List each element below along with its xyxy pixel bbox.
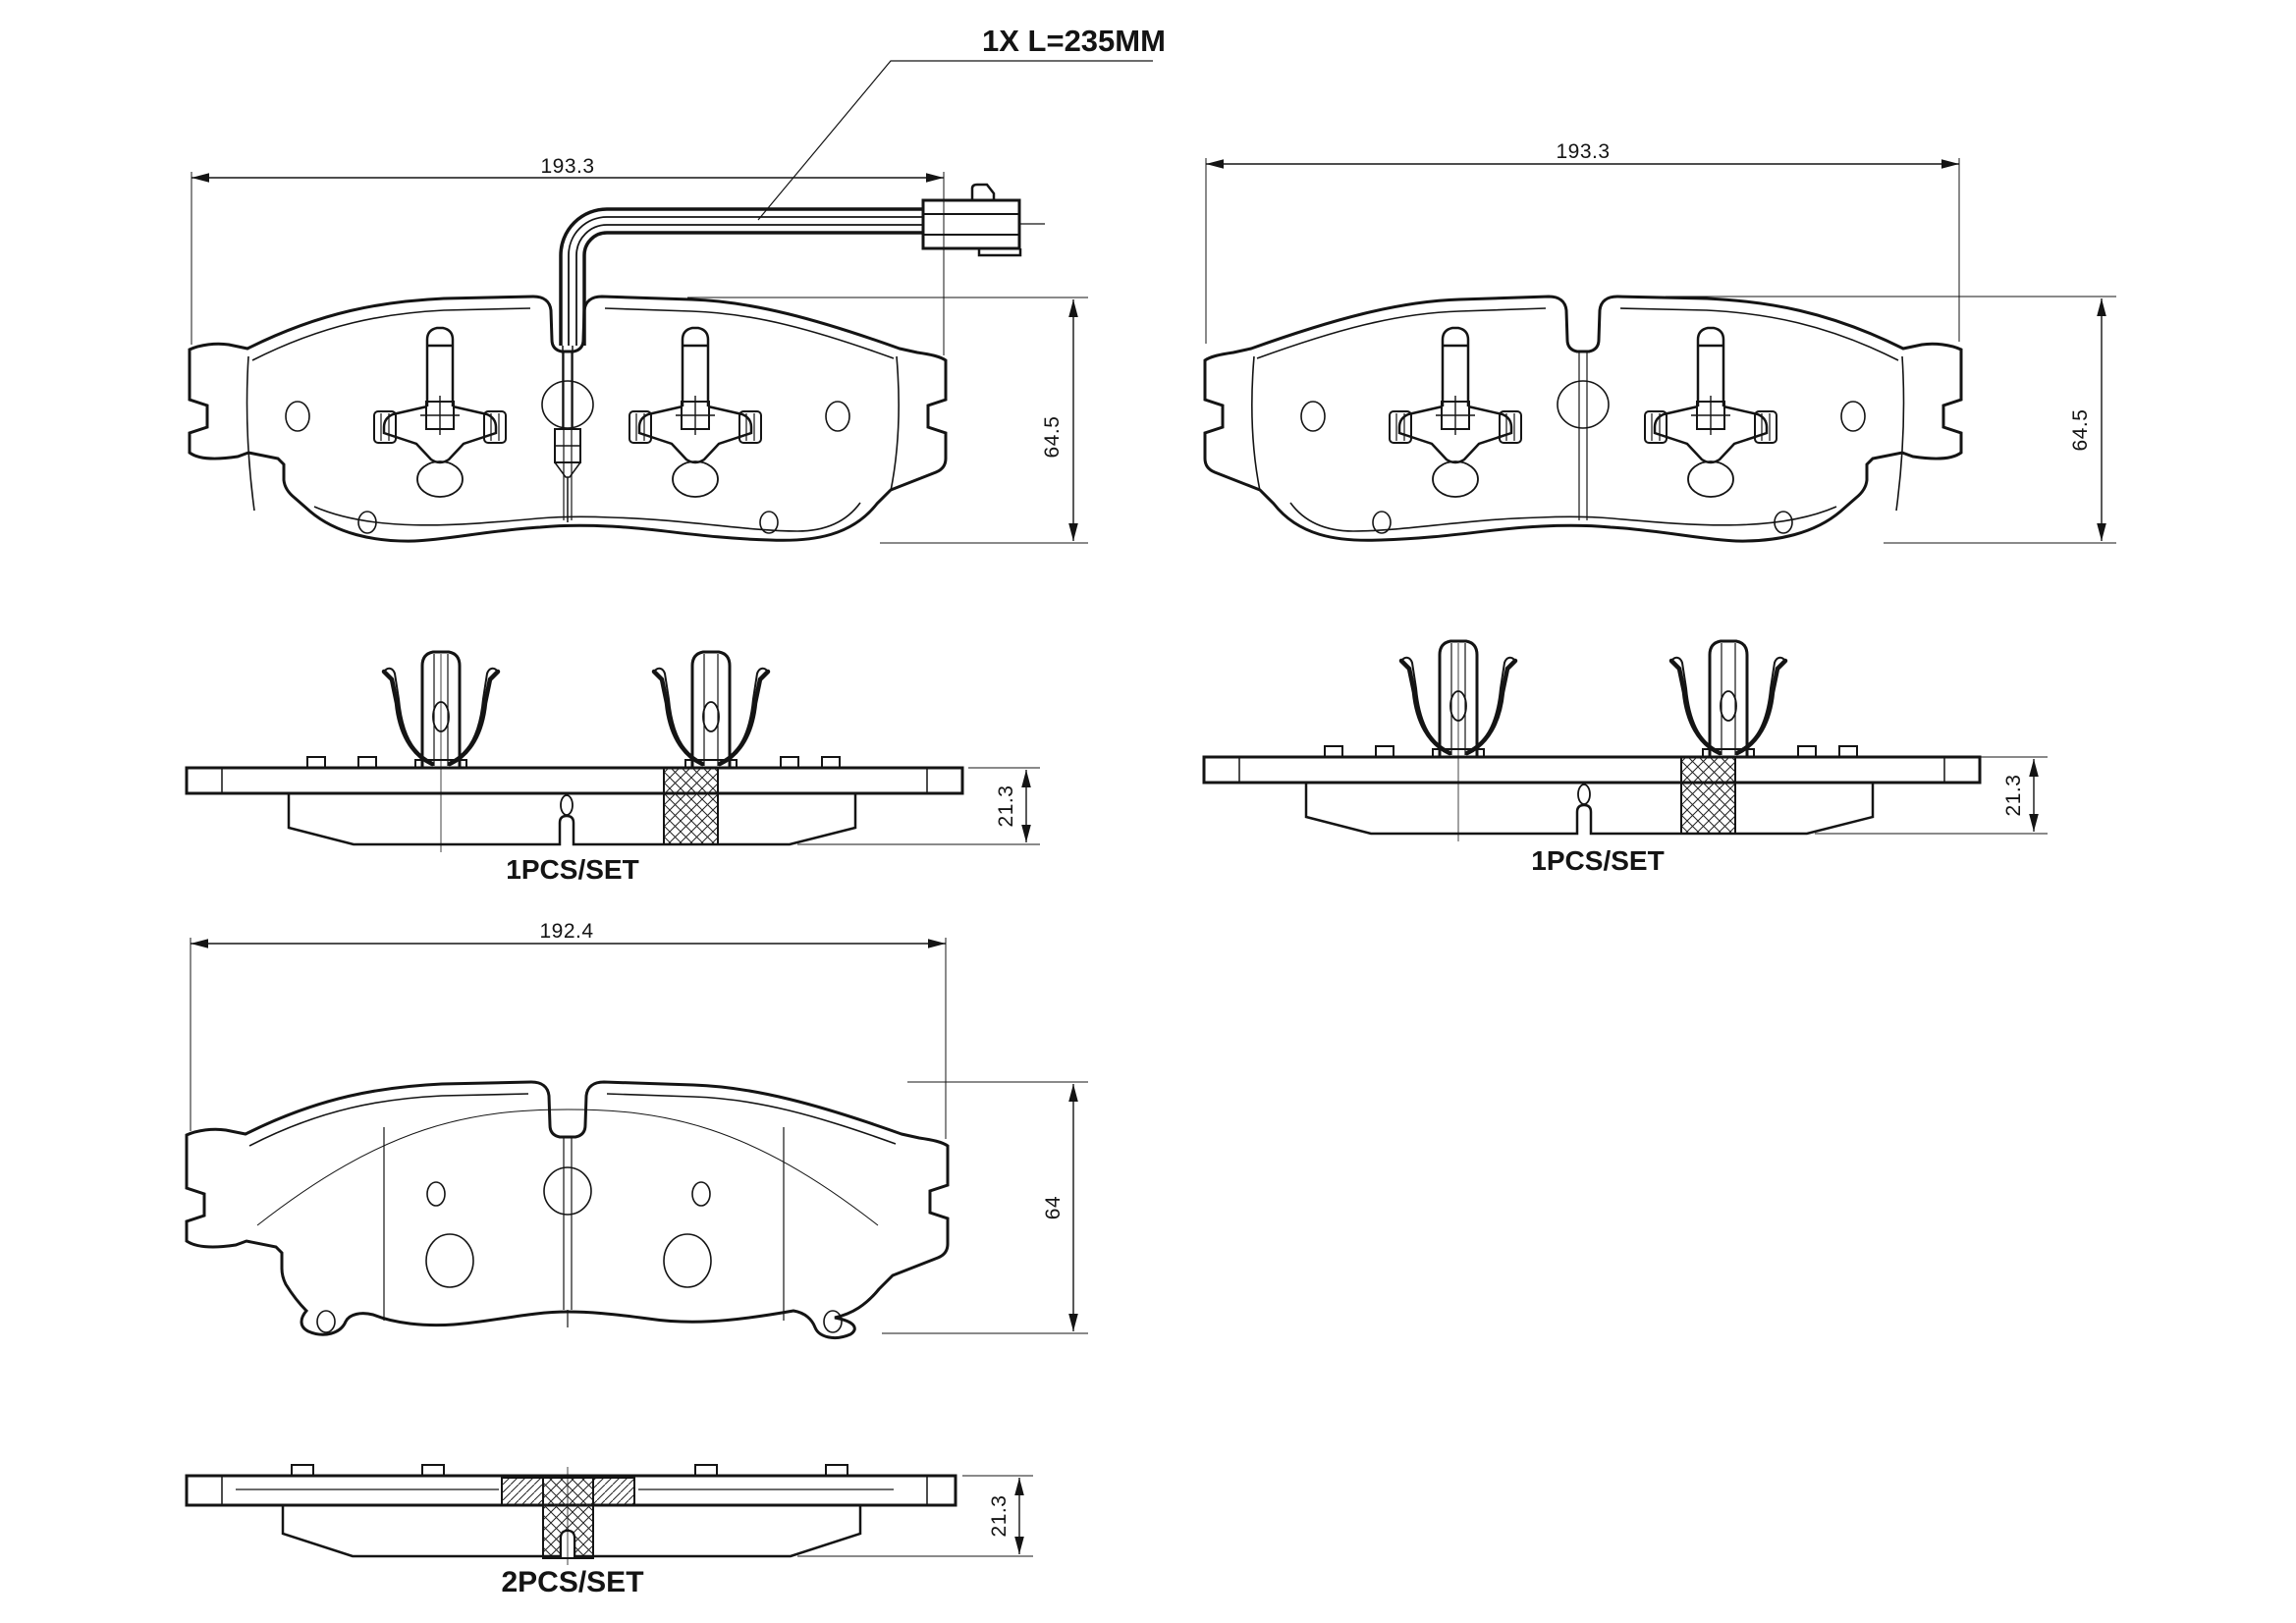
friction-arc-line — [256, 1109, 879, 1226]
dimension-height-left: 64.5 — [687, 297, 1088, 544]
dimension-width-bottom: 192.4 — [190, 920, 947, 1139]
width-dim-label: 193.3 — [1556, 140, 1610, 163]
right-large-hole — [663, 1233, 712, 1288]
wear-sensor-wire — [554, 207, 923, 522]
front-view-right: 193.3 64.5 — [1203, 140, 2116, 544]
pad-inner-top-edge — [248, 1093, 897, 1147]
side-view-bottom: 21.3 2PCS/SET — [185, 1464, 1033, 1598]
dimension-width-left: 193.3 — [191, 155, 945, 355]
right-lobe-hole — [823, 1310, 843, 1333]
dimension-thickness-right: 21.3 — [1815, 756, 2048, 835]
left-small-hole — [426, 1181, 446, 1207]
sensor-note-label: 1X L=235MM — [982, 24, 1166, 58]
dimension-height-right: 64.5 — [1666, 296, 2116, 544]
side-view-right: 21.3 1PCS/SET — [1204, 641, 2048, 876]
left-large-hole — [425, 1233, 474, 1288]
center-slot-lines — [563, 1137, 573, 1327]
plate-tabs — [291, 1464, 848, 1477]
thickness-dim-label: 21.3 — [995, 785, 1017, 828]
set-quantity-label: 1PCS/SET — [506, 854, 638, 885]
dimension-thickness-left: 21.3 — [797, 767, 1040, 845]
dimension-height-bottom: 64 — [882, 1081, 1088, 1334]
set-quantity-label: 2PCS/SET — [501, 1566, 643, 1598]
thickness-dim-label: 21.3 — [988, 1495, 1011, 1538]
front-view-left: 1X L=235MM 193.3 64.5 — [188, 24, 1166, 544]
side-view-left: 21.3 1PCS/SET — [187, 652, 1040, 885]
center-hole — [543, 1166, 592, 1216]
width-dim-label: 193.3 — [540, 155, 594, 178]
height-dim-label: 64.5 — [2069, 409, 2092, 452]
plate-end-lines — [221, 1476, 928, 1505]
left-lobe-hole — [316, 1310, 336, 1333]
set-quantity-label: 1PCS/SET — [1531, 845, 1664, 876]
front-view-bottom: 192.4 64 — [185, 920, 1088, 1339]
height-dim-label: 64 — [1042, 1196, 1065, 1219]
pad-outline — [185, 1080, 950, 1339]
height-dim-label: 64.5 — [1041, 416, 1064, 459]
width-dim-label: 192.4 — [539, 920, 593, 943]
sensor-connector — [921, 183, 1045, 257]
friction-side-lines — [383, 1127, 785, 1321]
right-small-hole — [691, 1181, 711, 1207]
dimension-thickness-bottom: 21.3 — [797, 1475, 1033, 1557]
sensor-leader-line: 1X L=235MM — [757, 24, 1166, 221]
thickness-dim-label: 21.3 — [2002, 775, 2025, 817]
dimension-width-right: 193.3 — [1205, 140, 1960, 344]
